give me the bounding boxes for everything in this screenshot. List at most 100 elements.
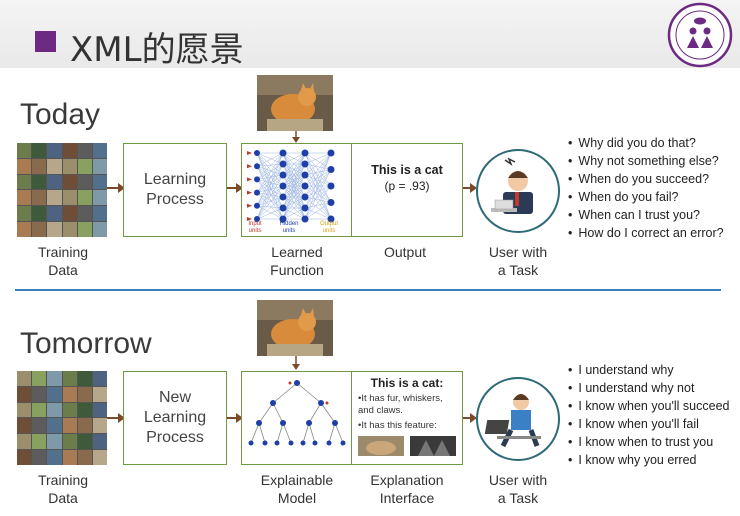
- network-edge: [304, 169, 331, 198]
- network-node: [327, 166, 334, 173]
- training-image-thumb: [92, 143, 107, 158]
- network-edge: [256, 185, 283, 220]
- network-edge: [256, 196, 283, 220]
- network-node: [279, 171, 286, 179]
- training-image-thumb: [32, 158, 47, 174]
- training-image-thumb: [92, 222, 107, 237]
- input-arrow-icon: [246, 164, 252, 169]
- network-edge: [304, 152, 331, 187]
- question-item: How do I correct an error?: [568, 224, 723, 242]
- ai-community-logo: [667, 2, 733, 68]
- training-image-thumb: [32, 402, 47, 418]
- training-image-thumb: [47, 434, 62, 450]
- network-edge: [256, 152, 283, 209]
- training-image-thumb: [47, 190, 62, 206]
- network-edge: [304, 185, 331, 198]
- network-node: [301, 160, 308, 168]
- training-image-thumb: [32, 190, 47, 206]
- training-image-thumb: [32, 418, 47, 434]
- cat-feature-patch: [358, 436, 404, 456]
- interface-point-1: •It has fur, whiskers, and claws.: [358, 393, 443, 416]
- training-image-thumb: [47, 371, 62, 386]
- question-item: Why did you do that?: [568, 134, 724, 152]
- network-edge: [304, 169, 331, 176]
- explainable-model-caption: Explainable Model: [260, 472, 334, 506]
- learning-process-box: Learning Process: [123, 143, 227, 237]
- training-data-grid: [17, 371, 107, 465]
- training-image-thumb: [32, 174, 47, 190]
- arrow-icon: [227, 413, 243, 423]
- training-image-thumb: [17, 190, 32, 206]
- network-edge: [304, 152, 331, 165]
- output-caption: Output: [383, 244, 427, 260]
- training-image-thumb: [92, 174, 107, 190]
- title-bullet: [35, 31, 56, 52]
- network-edge: [256, 152, 283, 220]
- new-learning-process-label: New Learning Process: [143, 389, 207, 446]
- network-edge: [304, 202, 331, 220]
- training-image-thumb: [92, 450, 107, 465]
- today-user-caption: User with a Task: [488, 244, 548, 278]
- statement-item: I understand why: [568, 361, 729, 379]
- training-image-thumb: [77, 371, 92, 386]
- network-edge: [256, 163, 283, 220]
- training-image-thumb: [32, 386, 47, 402]
- training-image-thumb: [92, 402, 107, 418]
- network-edge: [256, 192, 283, 209]
- network-edge: [256, 207, 283, 220]
- network-edge: [282, 207, 305, 220]
- network-edge: [282, 152, 305, 176]
- training-image-thumb: [92, 434, 107, 450]
- training-image-thumb: [17, 174, 32, 190]
- network-edge: [282, 185, 305, 220]
- section-divider: [15, 289, 721, 291]
- input-arrow-icon: [246, 203, 252, 208]
- network-node: [253, 150, 260, 156]
- network-node: [301, 215, 308, 223]
- cat-ear-feature-patch: [410, 436, 456, 456]
- network-node: [279, 193, 286, 201]
- network-edge: [282, 152, 305, 187]
- training-image-thumb: [32, 206, 47, 222]
- training-image-thumb: [92, 206, 107, 222]
- network-node: [279, 215, 286, 223]
- network-edge: [256, 152, 283, 180]
- network-node: [253, 216, 260, 222]
- training-image-thumb: [62, 174, 77, 190]
- arrow-icon: [107, 183, 125, 193]
- input-arrow-icon: [246, 151, 252, 155]
- training-image-thumb: [17, 222, 32, 237]
- training-image-thumb: [17, 143, 32, 158]
- confused-user-icon: [476, 149, 560, 233]
- training-image-thumb: [77, 143, 92, 158]
- satisfied-user-icon: [476, 377, 560, 461]
- question-item: When can I trust you?: [568, 206, 724, 224]
- training-image-thumb: [62, 222, 77, 237]
- network-node: [301, 182, 308, 190]
- training-image-thumb: [47, 206, 62, 222]
- training-image-thumb: [77, 386, 92, 402]
- training-image-thumb: [17, 206, 32, 222]
- statement-item: I understand why not: [568, 379, 729, 397]
- network-node: [301, 193, 308, 201]
- new-learning-process-box: New Learning Process: [123, 371, 227, 465]
- training-image-thumb: [62, 143, 77, 158]
- network-edge: [304, 152, 331, 176]
- training-image-thumb: [77, 450, 92, 465]
- arrow-icon: [292, 356, 300, 370]
- cat-photo: [257, 300, 333, 356]
- training-image-thumb: [62, 402, 77, 418]
- network-edge: [304, 185, 331, 220]
- network-edge: [256, 205, 283, 209]
- training-data-caption: Training Data: [37, 244, 89, 278]
- network-node: [279, 182, 286, 190]
- arrow-icon: [292, 131, 300, 143]
- input-arrow-icon: [246, 177, 252, 182]
- network-node: [327, 182, 334, 190]
- today-questions-list: Why did you do that?Why not something el…: [568, 134, 724, 242]
- question-item: When do you succeed?: [568, 170, 724, 188]
- network-edge: [282, 163, 305, 220]
- training-image-thumb: [17, 450, 32, 465]
- network-edge: [304, 207, 331, 220]
